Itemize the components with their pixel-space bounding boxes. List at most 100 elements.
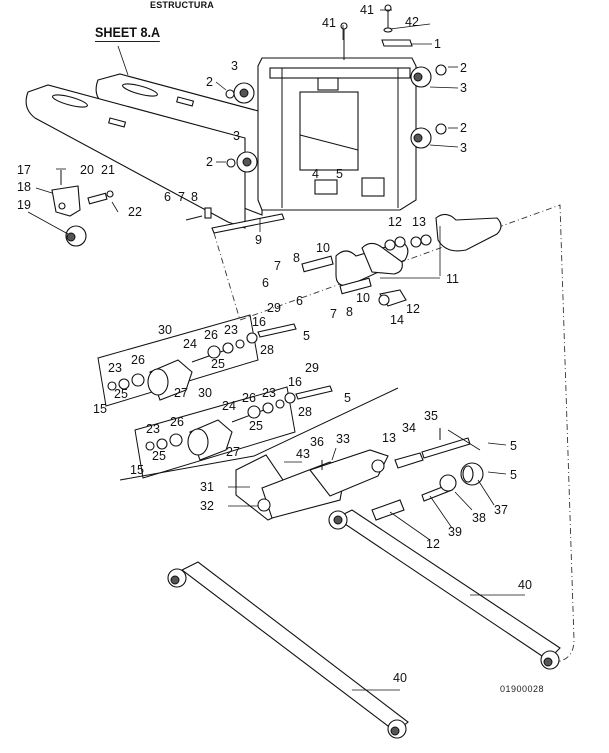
callout-8: 8 [346,305,353,319]
callout-43: 43 [296,447,310,461]
sheet-ref-leader [117,45,129,76]
callout-29: 29 [267,301,281,315]
tie-rod-bore [390,726,400,736]
roller-bore [413,72,423,82]
pin-9-assembly [185,207,285,234]
section-line [119,455,255,481]
callout-6: 6 [296,294,303,308]
bushing-38 [439,474,457,492]
leader [487,471,507,475]
bracket-hole [58,202,66,210]
fork-plate [108,117,127,128]
ring-23 [107,381,117,391]
callout-25: 25 [114,387,128,401]
kit-30-box [97,314,259,407]
frame-window [299,91,359,171]
washer [225,89,235,99]
leader [429,495,453,529]
link-plate-11c [435,213,502,252]
callout-12: 12 [388,215,402,229]
callout-2: 2 [460,61,467,75]
washer [226,158,236,168]
pin-9 [211,213,285,234]
callout-6: 6 [262,276,269,290]
callout-12: 12 [406,302,420,316]
tie-rods [167,509,561,739]
callout-41: 41 [322,16,336,30]
callout-17: 17 [17,163,31,177]
frame-slot [317,77,339,91]
washer [435,123,447,135]
assembly-boundary [213,204,575,663]
washer [435,64,447,76]
leader [331,447,337,461]
tie-rod-bore [543,657,553,667]
main-frame [257,57,417,211]
callout-36: 36 [310,435,324,449]
callout-15: 15 [130,463,144,477]
axle-16 [257,323,297,338]
pin-34 [421,437,471,459]
callout-38: 38 [472,511,486,525]
callout-25: 25 [249,419,263,433]
callout-27: 27 [226,445,240,459]
callout-42: 42 [405,15,419,29]
roller-bore [66,232,76,242]
sheet-reference-label: SHEET 8.A [95,24,161,42]
callout-2: 2 [206,75,213,89]
bearing-25 [222,342,234,354]
callout-35: 35 [424,409,438,423]
callout-23: 23 [262,386,276,400]
bushing-13 [394,452,424,469]
leader [454,491,473,511]
bolt-6 [185,215,203,221]
bracket-18 [51,185,81,217]
bushing-13 [410,236,422,248]
bolt-head [340,22,348,30]
bearing-25 [156,438,168,450]
axle-16 [295,385,333,400]
callout-34: 34 [402,421,416,435]
frame-block [361,177,385,197]
callout-9: 9 [255,233,262,247]
callout-30: 30 [198,386,212,400]
pin-10 [339,277,372,295]
drawing-code: 01900028 [500,684,545,694]
fork-lower [25,84,246,229]
callout-6: 6 [164,190,171,204]
callout-7: 7 [330,307,337,321]
crank-bore [371,459,385,473]
callout-24: 24 [183,337,197,351]
roller-27-face [147,368,169,396]
bearing-25 [118,378,130,390]
callout-11: 11 [446,272,459,286]
callout-23: 23 [108,361,122,375]
bushing-14-end [378,294,390,306]
bracket-1 [381,39,413,47]
callout-29: 29 [305,361,319,375]
callout-3: 3 [233,129,240,143]
roller-bore [413,133,423,143]
callout-31: 31 [200,480,214,494]
callout-26: 26 [242,391,256,405]
roller-37-bore [462,465,474,483]
callout-16: 16 [288,375,302,389]
tie-rod-40-lower [180,561,409,733]
load-roller-kit-lower [134,385,333,479]
callout-10: 10 [316,241,330,255]
bushing-12 [394,236,406,248]
callout-21: 21 [101,163,115,177]
callout-5: 5 [303,329,310,343]
bearing-26 [131,373,145,387]
leader [215,81,227,91]
bell-crank-assembly [119,387,484,521]
callout-33: 33 [336,432,350,446]
callout-26: 26 [204,328,218,342]
leader [447,429,481,451]
ring-23 [275,399,285,409]
top-hardware [340,4,413,60]
leader [429,144,459,148]
callout-1: 1 [434,37,441,51]
kit-30-box [134,386,296,479]
